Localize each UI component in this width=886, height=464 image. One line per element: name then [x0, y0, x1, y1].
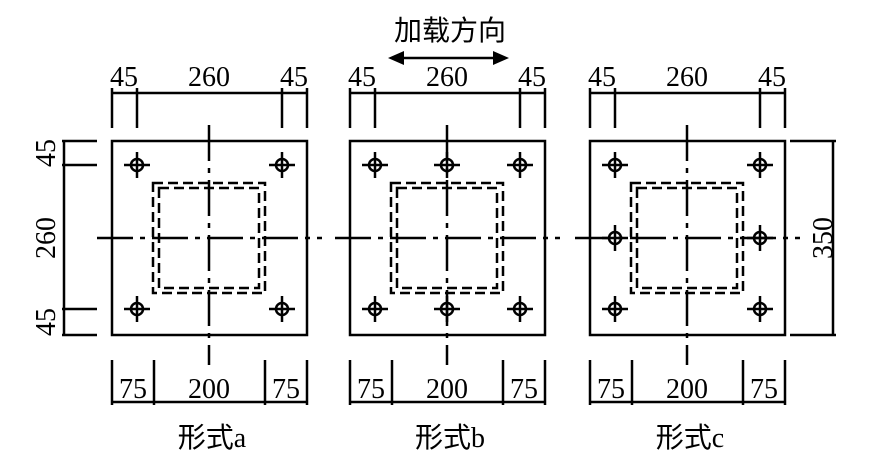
loading-direction-label: 加载方向 — [394, 15, 506, 47]
bottom-dim-2: 75 — [272, 374, 300, 405]
left-dimension: 45 260 45 — [31, 139, 97, 337]
bolt-hole-icon — [434, 296, 460, 322]
left-dim-middle: 260 — [31, 217, 62, 259]
bolt-hole-icon — [747, 152, 773, 178]
bolt-hole-icon — [269, 152, 295, 178]
bottom-dim-0: 75 — [597, 374, 625, 405]
panel-a: 45 260 45 75 200 75 形式a — [97, 62, 322, 454]
panel-caption: 形式b — [415, 422, 485, 454]
bottom-dim-1: 200 — [188, 374, 230, 405]
bolt-hole-icon — [747, 296, 773, 322]
bolt-hole-icon — [124, 152, 150, 178]
bottom-dim-0: 75 — [357, 374, 385, 405]
bolt-hole-icon — [124, 296, 150, 322]
panel-caption: 形式a — [178, 422, 247, 454]
panel-c: 45 260 45 75 200 75 形式c — [575, 62, 800, 454]
top-dim-2: 45 — [518, 62, 546, 93]
loading-direction: 加载方向 — [388, 15, 509, 65]
arrow-head-left-icon — [388, 51, 404, 65]
bolt-hole-icon — [507, 296, 533, 322]
arrow-head-right-icon — [493, 51, 509, 65]
bottom-dim-1: 200 — [666, 374, 708, 405]
bolt-hole-icon — [747, 225, 773, 251]
panel-caption: 形式c — [656, 422, 724, 454]
top-dim-1: 260 — [426, 62, 468, 93]
bolt-hole-icon — [507, 152, 533, 178]
bolt-hole-icon — [362, 152, 388, 178]
top-dim-1: 260 — [188, 62, 230, 93]
top-dim-2: 45 — [758, 62, 786, 93]
bolt-hole-icon — [602, 225, 628, 251]
right-dim-total: 350 — [808, 217, 839, 259]
panel-b: 45 260 45 75 200 75 形式b — [335, 62, 560, 454]
top-dim-0: 45 — [588, 62, 616, 93]
right-dimension: 350 — [790, 139, 839, 337]
left-dim-top: 45 — [31, 139, 62, 167]
bolt-hole-icon — [602, 296, 628, 322]
top-dim-0: 45 — [348, 62, 376, 93]
bolt-hole-icon — [434, 152, 460, 178]
top-dim-1: 260 — [666, 62, 708, 93]
bolt-hole-icon — [602, 152, 628, 178]
left-dim-bottom: 45 — [31, 308, 62, 336]
bottom-dim-0: 75 — [119, 374, 147, 405]
bottom-dim-2: 75 — [510, 374, 538, 405]
bottom-dim-1: 200 — [426, 374, 468, 405]
top-dim-0: 45 — [110, 62, 138, 93]
bottom-dim-2: 75 — [750, 374, 778, 405]
bolt-hole-icon — [362, 296, 388, 322]
bolt-hole-icon — [269, 296, 295, 322]
top-dim-2: 45 — [280, 62, 308, 93]
